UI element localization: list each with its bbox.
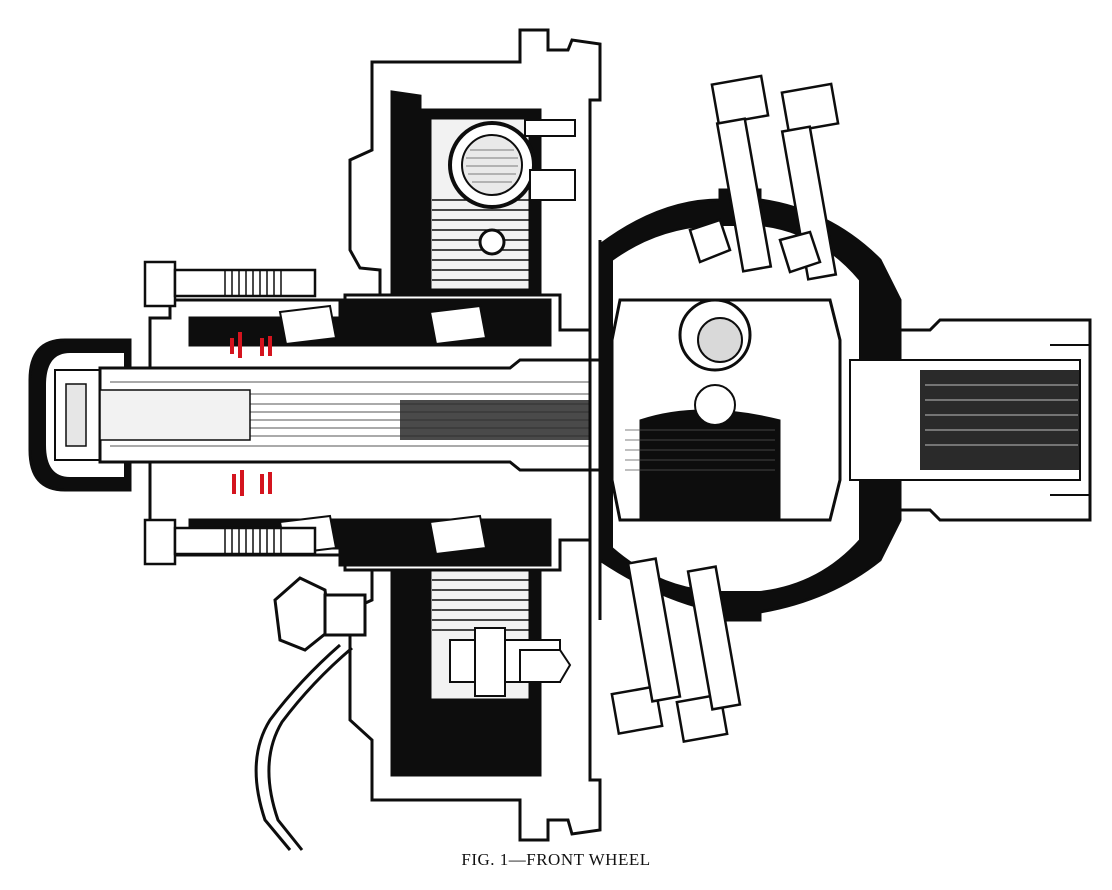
king-pin-bolts-lower <box>610 557 742 743</box>
steering-knuckle-housing <box>598 188 902 622</box>
axle-housing <box>849 318 1092 522</box>
brake-hose-fitting <box>254 576 367 851</box>
king-pin-bolts-upper <box>688 74 840 281</box>
axle-shaft <box>98 358 602 472</box>
backing-plate-edge <box>588 240 602 620</box>
brake-drum-assembly <box>348 28 602 842</box>
figure-caption: FIG. 1—FRONT WHEEL <box>461 850 651 869</box>
wheel-studs <box>143 260 317 566</box>
